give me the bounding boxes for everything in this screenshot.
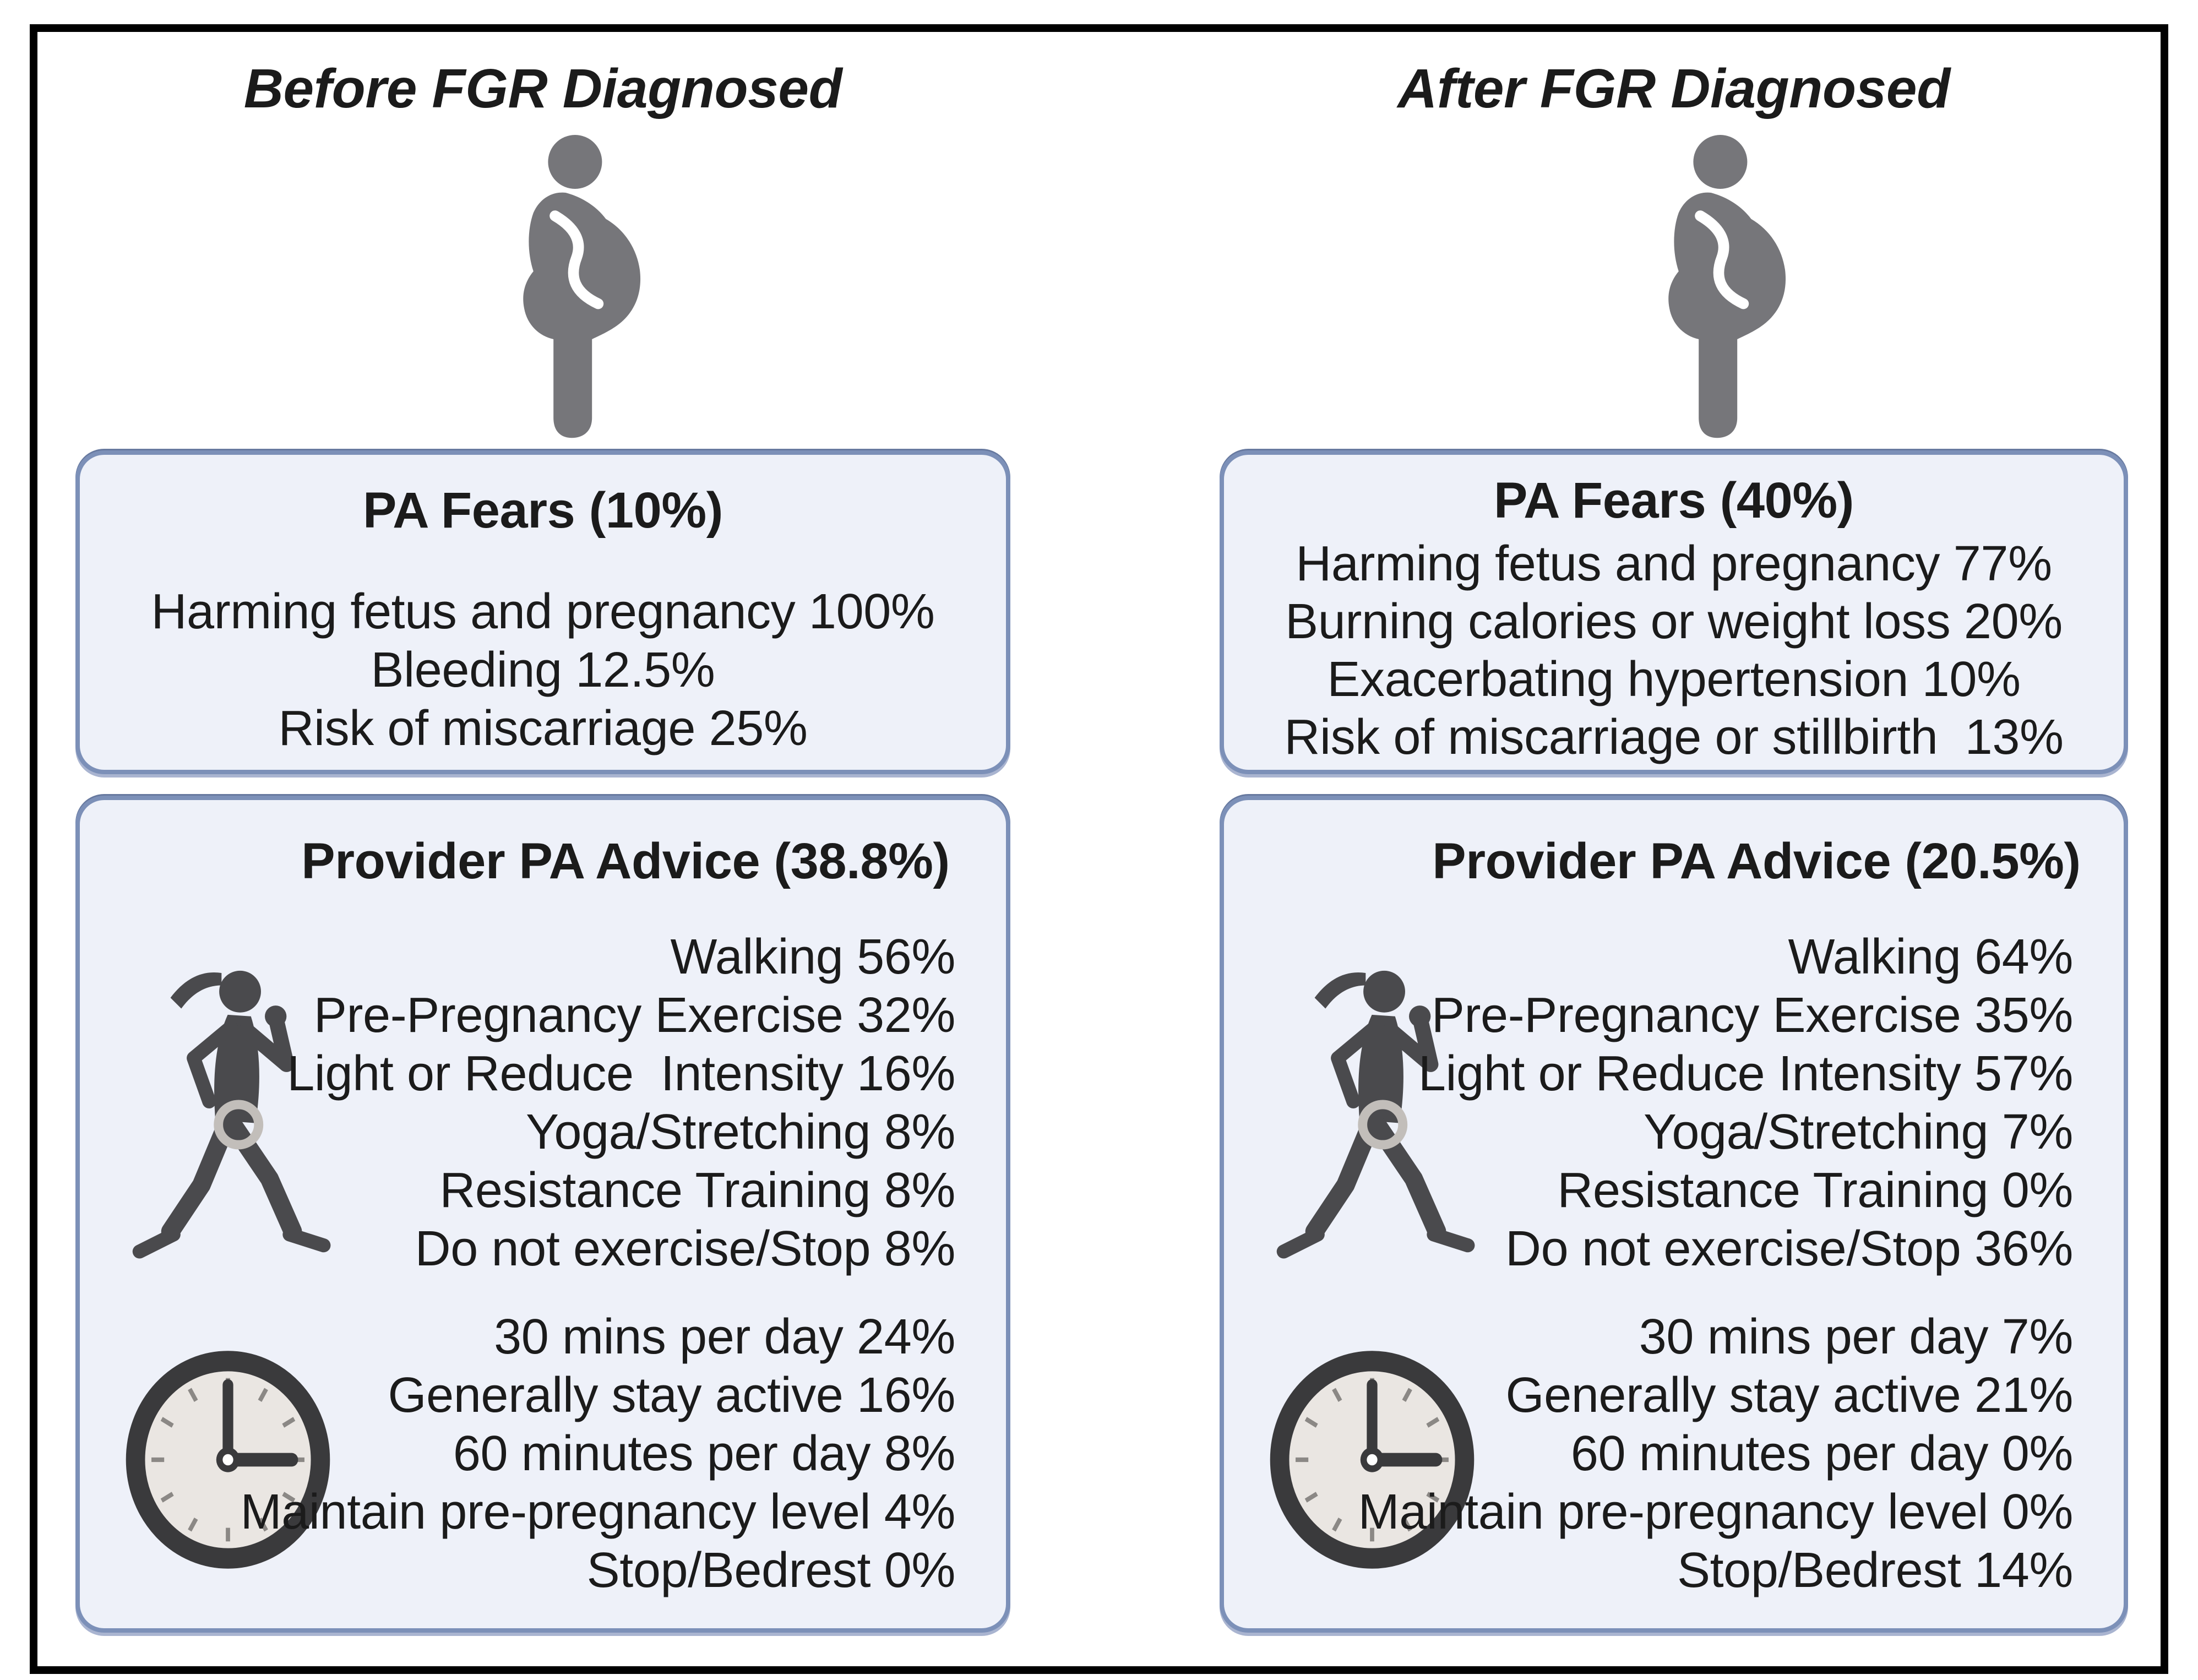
pregnant-woman-icon bbox=[478, 131, 663, 439]
exercise-advice-item: Yoga/Stretching 8% bbox=[525, 1105, 955, 1160]
exercise-advice-list: Walking 56%Pre-Pregnancy Exercise 32%Lig… bbox=[80, 928, 1006, 1278]
exercise-advice-item: Do not exercise/Stop 8% bbox=[415, 1221, 956, 1276]
before-column-title: Before FGR Diagnosed bbox=[243, 58, 842, 119]
after-column-title: After FGR Diagnosed bbox=[1397, 58, 1950, 119]
exercise-advice-item: Walking 56% bbox=[670, 929, 956, 985]
duration-advice-list: 30 mins per day 7%Generally stay active … bbox=[1224, 1308, 2124, 1600]
exercise-advice-item: Do not exercise/Stop 36% bbox=[1505, 1221, 2073, 1276]
exercise-advice-item: Pre-Pregnancy Exercise 32% bbox=[313, 988, 956, 1043]
exercise-advice-item: Light or Reduce Intensity 16% bbox=[287, 1046, 955, 1101]
exercise-advice-item: Resistance Training 0% bbox=[1557, 1163, 2073, 1218]
duration-advice-item: 60 minutes per day 0% bbox=[1570, 1426, 2074, 1481]
pa-fears-box-after: PA Fears (40%) Harming fetus and pregnan… bbox=[1220, 450, 2128, 774]
provider-advice-box-before: Provider PA Advice (38.8%) Walking 56%Pr… bbox=[75, 796, 1010, 1633]
advice-title: Provider PA Advice (38.8%) bbox=[301, 833, 950, 889]
fears-item: Risk of miscarriage or stillbirth 13% bbox=[1284, 710, 2064, 765]
duration-advice-item: Generally stay active 16% bbox=[388, 1368, 956, 1423]
provider-advice-box-after: Provider PA Advice (20.5%) Walking 64%Pr… bbox=[1220, 796, 2128, 1633]
duration-advice-item: 30 mins per day 24% bbox=[494, 1309, 955, 1364]
fears-item: Bleeding 12.5% bbox=[371, 643, 715, 698]
fears-title: PA Fears (10%) bbox=[363, 482, 723, 539]
exercise-advice-item: Yoga/Stretching 7% bbox=[1643, 1105, 2073, 1160]
duration-advice-item: 30 mins per day 7% bbox=[1639, 1309, 2074, 1364]
figure-frame bbox=[30, 24, 2168, 1674]
pregnant-woman-icon bbox=[1623, 131, 1808, 439]
duration-advice-item: Maintain pre-pregnancy level 0% bbox=[1358, 1485, 2074, 1540]
fears-item: Risk of miscarriage 25% bbox=[278, 701, 808, 756]
duration-advice-item: Stop/Bedrest 14% bbox=[1677, 1543, 2073, 1598]
fears-item-list: Harming fetus and pregnancy 100%Bleeding… bbox=[113, 583, 973, 758]
pa-fears-box-before: PA Fears (10%) Harming fetus and pregnan… bbox=[75, 450, 1010, 774]
fears-item: Burning calories or weight loss 20% bbox=[1285, 594, 2063, 649]
exercise-advice-item: Light or Reduce Intensity 57% bbox=[1418, 1046, 2074, 1101]
advice-title: Provider PA Advice (20.5%) bbox=[1432, 833, 2081, 889]
duration-advice-item: Stop/Bedrest 0% bbox=[586, 1543, 956, 1598]
exercise-advice-list: Walking 64%Pre-Pregnancy Exercise 35%Lig… bbox=[1224, 928, 2124, 1278]
duration-advice-item: Generally stay active 21% bbox=[1505, 1368, 2074, 1423]
fears-item: Harming fetus and pregnancy 77% bbox=[1296, 536, 2052, 591]
fears-title: PA Fears (40%) bbox=[1494, 472, 1854, 529]
duration-advice-item: Maintain pre-pregnancy level 4% bbox=[240, 1485, 956, 1540]
duration-advice-item: 60 minutes per day 8% bbox=[453, 1426, 956, 1481]
fears-item-list: Harming fetus and pregnancy 77%Burning c… bbox=[1244, 535, 2104, 766]
exercise-advice-item: Resistance Training 8% bbox=[439, 1163, 955, 1218]
exercise-advice-item: Pre-Pregnancy Exercise 35% bbox=[1431, 988, 2074, 1043]
duration-advice-list: 30 mins per day 24%Generally stay active… bbox=[80, 1308, 1006, 1600]
exercise-advice-item: Walking 64% bbox=[1788, 929, 2074, 985]
fears-item: Harming fetus and pregnancy 100% bbox=[151, 584, 935, 639]
fears-item: Exacerbating hypertension 10% bbox=[1327, 652, 2021, 707]
